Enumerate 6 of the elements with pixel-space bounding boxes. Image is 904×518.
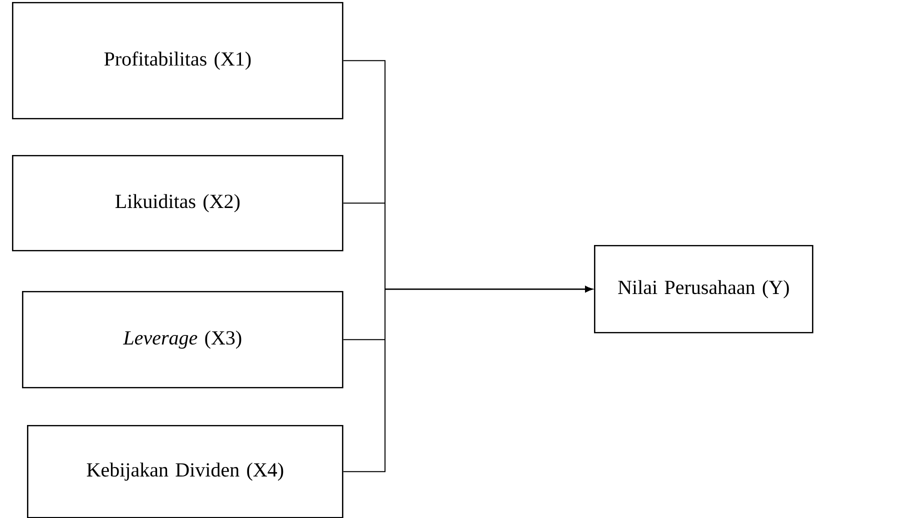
arrow [342, 286, 593, 472]
variable-box: Kebijakan Dividen (X4) [27, 425, 344, 518]
variable-box: Leverage (X3) [22, 291, 344, 388]
variable-box: Likuiditas (X2) [12, 155, 344, 252]
variable-box: Profitabilitas (X1) [12, 2, 344, 120]
variable-box: Nilai Perusahaan (Y) [594, 245, 814, 334]
